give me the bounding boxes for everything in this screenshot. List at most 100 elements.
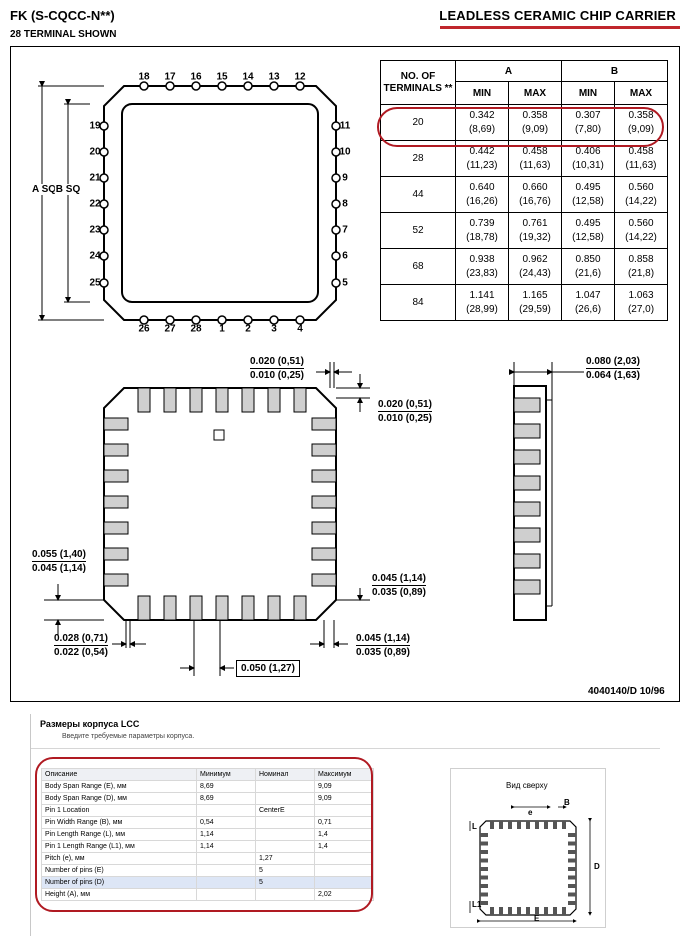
pad bbox=[103, 469, 129, 483]
castellation bbox=[99, 251, 109, 261]
parameter-row[interactable]: Number of pins (E)5 bbox=[41, 864, 374, 877]
dimension-value: 1.141(28,99) bbox=[455, 284, 509, 321]
preview-label-l: L bbox=[472, 822, 477, 831]
castellation bbox=[99, 121, 109, 131]
preview-pin bbox=[499, 821, 503, 829]
pin-label-bottom: 2 bbox=[245, 323, 251, 335]
preview-label-e: e bbox=[528, 808, 533, 817]
castellation bbox=[331, 251, 341, 261]
pad bbox=[215, 595, 229, 621]
pad bbox=[311, 417, 337, 431]
pad bbox=[241, 387, 255, 413]
pin-label-right: 7 bbox=[342, 224, 348, 236]
dimension-value: 0.640(16,26) bbox=[455, 176, 509, 213]
pad bbox=[103, 495, 129, 509]
parameter-nom[interactable]: 5 bbox=[255, 876, 315, 889]
dialog-separator bbox=[31, 748, 660, 749]
side-pad bbox=[513, 423, 541, 439]
dimension-value: 1.063(27,0) bbox=[614, 284, 668, 321]
side-pad bbox=[513, 579, 541, 595]
col-b: B bbox=[561, 60, 668, 82]
castellation bbox=[243, 81, 253, 91]
dimension-value: 0.358(9,09) bbox=[508, 104, 562, 141]
preview-pin bbox=[480, 867, 488, 871]
dimension-value: 0.560(14,22) bbox=[614, 212, 668, 249]
top-view-package bbox=[99, 81, 341, 325]
bottom-view-package bbox=[103, 387, 337, 621]
mechanical-drawing bbox=[38, 81, 584, 676]
pad bbox=[103, 547, 129, 561]
dialog-title: Размеры корпуса LCC bbox=[40, 719, 140, 729]
dimension-value: 0.850(21,6) bbox=[561, 248, 615, 285]
pin-label-left: 23 bbox=[89, 224, 101, 236]
dim-pitch: 0.050 (1,27) bbox=[236, 660, 300, 677]
pad bbox=[103, 417, 129, 431]
side-pad bbox=[513, 527, 541, 543]
pin-label-right: 11 bbox=[339, 120, 351, 132]
dim-a-label: A SQ bbox=[30, 184, 58, 195]
dim-height: 0.080 (2,03) 0.064 (1,63) bbox=[586, 356, 640, 381]
castellation bbox=[331, 278, 341, 288]
preview-pin bbox=[480, 850, 488, 854]
side-pad bbox=[513, 397, 541, 413]
preview-pin bbox=[490, 821, 494, 829]
pin-label-bottom: 3 bbox=[271, 323, 277, 335]
preview-pin bbox=[568, 858, 576, 863]
parameter-row[interactable]: Number of pins (D)5 bbox=[41, 876, 374, 889]
dimension-value: 0.962(24,43) bbox=[508, 248, 562, 285]
pin-label-left: 19 bbox=[89, 120, 101, 132]
col-nominal: Номинал bbox=[255, 768, 315, 781]
pin-label-bottom: 28 bbox=[190, 323, 202, 335]
pad bbox=[163, 387, 177, 413]
castellation bbox=[331, 147, 341, 157]
col-a-min: MIN bbox=[455, 81, 509, 105]
preview-pin bbox=[480, 884, 488, 888]
terminal-count: 68 bbox=[380, 248, 456, 285]
pad bbox=[311, 443, 337, 457]
preview-pin bbox=[562, 907, 566, 915]
dim-right-length: 0.045 (1,14) 0.035 (0,89) bbox=[372, 573, 426, 598]
top-view-dimensions bbox=[38, 81, 104, 321]
castellation bbox=[99, 278, 109, 288]
preview-pin bbox=[568, 884, 576, 888]
dim-b-label: B SQ bbox=[54, 184, 82, 195]
lcc-dialog bbox=[30, 714, 661, 936]
pad bbox=[103, 573, 129, 587]
pad bbox=[189, 595, 203, 621]
pin-label-right: 5 bbox=[342, 277, 348, 289]
pin-label-right: 9 bbox=[342, 172, 348, 184]
drawing-frame bbox=[10, 46, 680, 702]
pin-label-top: 15 bbox=[216, 71, 228, 83]
preview-pin bbox=[480, 901, 488, 905]
dim-bottom-right: 0.045 (1,14) 0.035 (0,89) bbox=[356, 633, 410, 658]
pad bbox=[311, 573, 337, 587]
pad bbox=[311, 469, 337, 483]
castellation bbox=[165, 81, 175, 91]
preview-pin bbox=[562, 821, 566, 829]
pin-label-left: 20 bbox=[89, 146, 101, 158]
castellation bbox=[269, 315, 279, 325]
preview-pin bbox=[535, 821, 539, 829]
pad bbox=[103, 443, 129, 457]
col-b-min: MIN bbox=[561, 81, 615, 105]
preview-label-d: D bbox=[594, 862, 600, 871]
col-a: A bbox=[455, 60, 562, 82]
preview-pin bbox=[568, 850, 576, 854]
preview-pin bbox=[499, 907, 503, 915]
dimension-value: 0.660(16,76) bbox=[508, 176, 562, 213]
pin-label-left: 24 bbox=[89, 250, 101, 262]
pad bbox=[137, 595, 151, 621]
dimension-value: 0.938(23,83) bbox=[455, 248, 509, 285]
terminals-shown: 28 TERMINAL SHOWN bbox=[10, 29, 117, 40]
preview-pin bbox=[508, 821, 512, 829]
preview-label-e-bottom: E bbox=[534, 914, 540, 923]
